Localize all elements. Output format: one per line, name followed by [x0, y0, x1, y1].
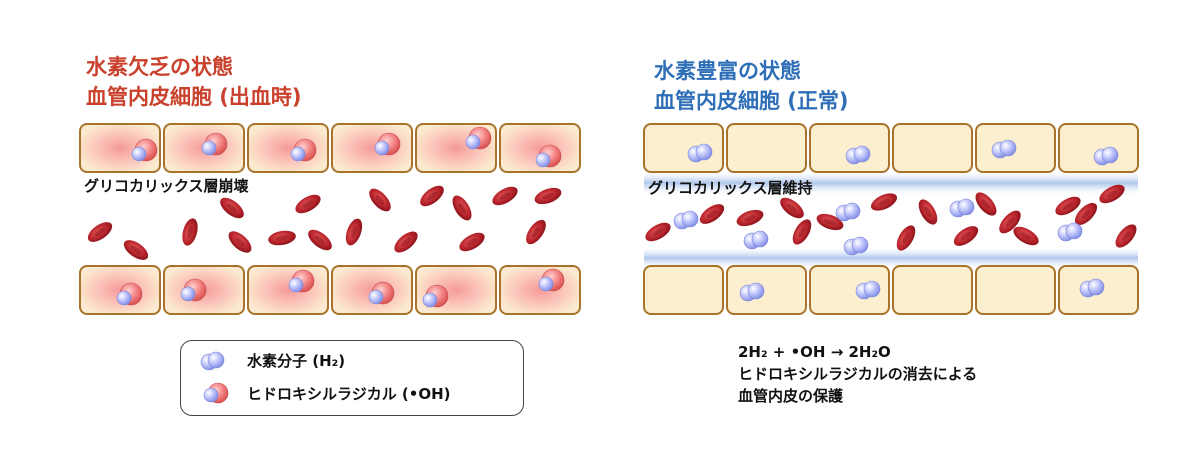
right-top-cell — [809, 123, 890, 173]
right-bottom-cell — [643, 265, 724, 315]
red-blood-cell — [1099, 184, 1125, 204]
hydroxyl-radical — [535, 144, 562, 168]
red-blood-cell — [220, 197, 244, 219]
h2-molecule — [687, 143, 713, 163]
hydroxyl-radical-icon — [203, 382, 229, 404]
red-blood-cell — [452, 195, 472, 221]
right-bottom-cell — [975, 265, 1056, 315]
reaction-line3: 血管内皮の保護 — [738, 387, 844, 405]
left-title-line2: 血管内皮細胞 (出血時) — [86, 85, 302, 109]
red-blood-cell — [1074, 202, 1098, 226]
hydroxyl-radical — [368, 281, 395, 305]
legend-oh-label: ヒドロキシルラジカル (•OH) — [247, 385, 451, 403]
red-blood-cell — [459, 232, 485, 252]
reaction-line2: ヒドロキシルラジカルの消去による — [738, 365, 978, 383]
right-bottom-cell — [726, 265, 807, 315]
hydroxyl-radical — [288, 269, 315, 293]
h2-molecule — [1093, 146, 1119, 166]
right-title-line1: 水素豊富の状態 — [654, 59, 801, 83]
red-blood-cell — [420, 185, 444, 207]
hydroxyl-radical — [201, 132, 228, 156]
h2-molecule — [843, 236, 869, 256]
h2-molecule — [991, 139, 1017, 159]
legend-icons — [200, 351, 229, 404]
red-blood-cell — [896, 225, 916, 251]
molecules — [116, 126, 1119, 308]
h2-molecule — [673, 210, 699, 230]
left-glycocalyx-label: グリコカリックス層崩壊 — [84, 177, 249, 195]
red-blood-cell — [87, 222, 113, 242]
red-blood-cell — [918, 199, 938, 225]
legend-h2-label: 水素分子 (H₂) — [247, 352, 346, 370]
red-blood-cell — [1013, 226, 1039, 246]
hydroxyl-radical — [374, 132, 401, 156]
h2-molecule — [1057, 222, 1083, 242]
red-blood-cell — [268, 230, 296, 246]
red-blood-cell — [1115, 224, 1137, 248]
legend: 水素分子 (H₂) ヒドロキシルラジカル (•OH) — [180, 340, 524, 416]
hydroxyl-radical — [116, 282, 143, 306]
hydroxyl-radical — [131, 138, 158, 162]
glycocalyx-layer — [644, 170, 1138, 270]
glycocalyx-band-top — [644, 170, 1138, 196]
left-bottom-cell — [247, 265, 329, 315]
red-blood-cell — [699, 204, 725, 224]
red-blood-cell — [792, 219, 812, 245]
red-blood-cell — [870, 193, 898, 211]
right-top-cell — [892, 123, 973, 173]
right-top-cell — [1058, 123, 1139, 173]
right-bottom-cell — [892, 265, 973, 315]
red-blood-cell — [308, 229, 332, 251]
hydroxyl-radical — [180, 278, 207, 302]
hydroxyl-radical — [538, 268, 565, 292]
hydroxyl-radical — [422, 284, 449, 308]
reaction-equation: 2H₂ + •OH → 2H₂O — [738, 343, 891, 361]
red-blood-cell — [645, 222, 671, 242]
red-blood-cell — [295, 194, 321, 214]
red-blood-cell — [123, 240, 149, 260]
right-glycocalyx-label: グリコカリックス層維持 — [648, 179, 813, 197]
left-bottom-cell — [331, 265, 413, 315]
red-blood-cell — [736, 209, 764, 227]
hydroxyl-radical — [465, 126, 492, 150]
h2-molecule — [835, 202, 861, 222]
red-blood-cell — [780, 197, 804, 219]
red-blood-cell — [534, 187, 562, 205]
red-blood-cell — [1055, 196, 1081, 216]
glycocalyx-band-bottom — [644, 246, 1138, 270]
red-blood-cell — [999, 210, 1021, 234]
red-blood-cell — [369, 188, 391, 212]
left-title-line1: 水素欠乏の状態 — [86, 55, 233, 79]
h2-molecule — [845, 145, 871, 165]
red-blood-cell — [182, 218, 198, 246]
right-top-cell — [726, 123, 807, 173]
red-blood-cell — [526, 219, 546, 245]
right-title-line2: 血管内皮細胞 (正常) — [654, 89, 849, 113]
left-bottom-cell — [79, 265, 161, 315]
h2-molecule — [739, 282, 765, 302]
red-blood-cell — [492, 186, 518, 206]
right-bottom-cell — [809, 265, 890, 315]
red-blood-cell — [953, 226, 979, 246]
red-blood-cells — [87, 184, 1137, 260]
hydroxyl-radical — [290, 138, 317, 162]
red-blood-cell — [345, 218, 363, 246]
endothelial-cells — [79, 123, 1139, 315]
left-bottom-cell — [499, 265, 581, 315]
red-blood-cell — [228, 231, 252, 253]
red-blood-cell — [394, 231, 418, 253]
red-blood-cell — [975, 192, 997, 216]
h2-molecule — [1079, 278, 1105, 298]
h2-molecule-icon — [200, 351, 225, 371]
h2-molecule — [949, 198, 975, 218]
h2-molecule — [743, 230, 769, 250]
h2-molecule — [855, 280, 881, 300]
red-blood-cell — [816, 213, 844, 231]
left-top-cell — [331, 123, 413, 173]
